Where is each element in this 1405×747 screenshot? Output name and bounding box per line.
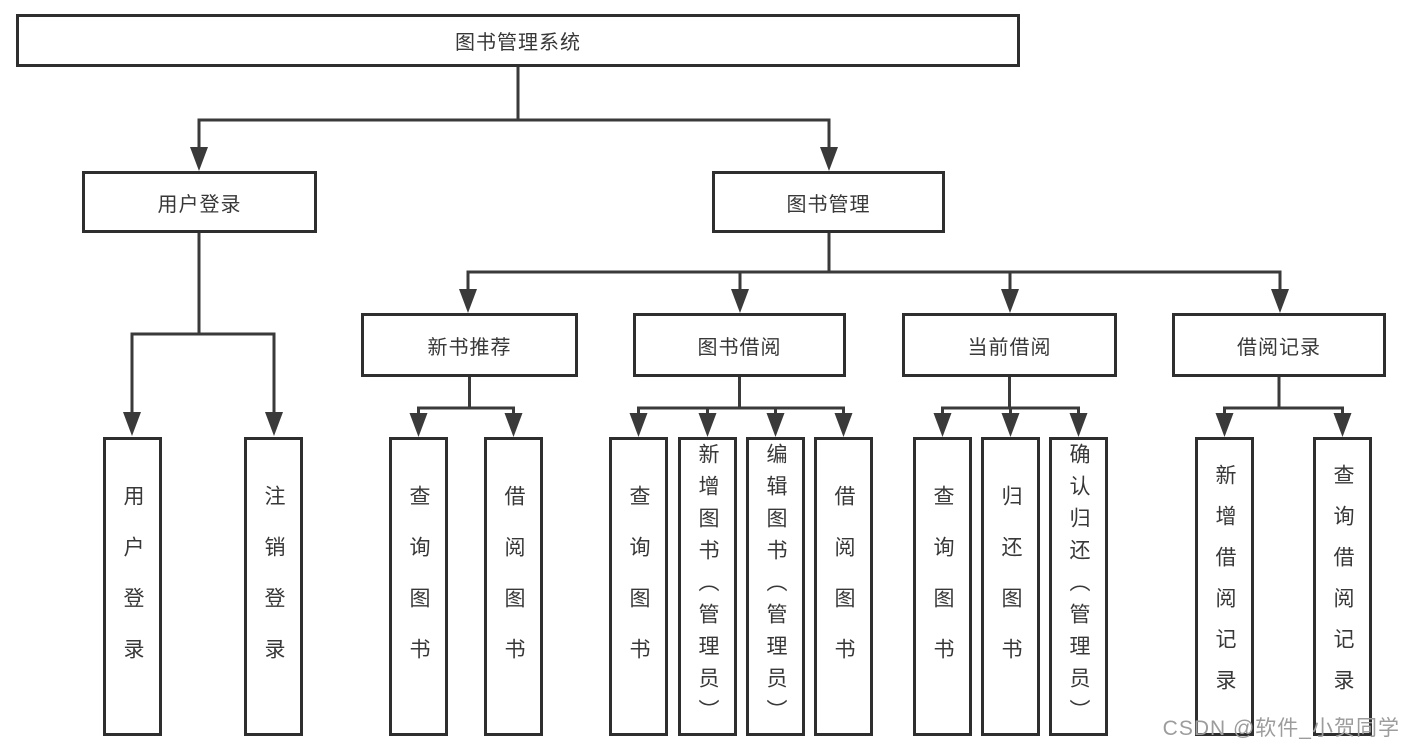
node-root: 图书管理系统 (16, 14, 1020, 67)
node-records-query-record-label: 查询借阅记录 (1331, 463, 1354, 710)
node-recommend-query-books-label: 查询图书 (407, 484, 430, 689)
node-book-management: 图书管理 (712, 171, 945, 233)
node-recommend-borrow-books: 借阅图书 (484, 437, 543, 736)
node-recommend-query-books: 查询图书 (389, 437, 448, 736)
node-borrow-edit-books-admin-label: 编辑图书（管理员） (764, 442, 787, 731)
node-records-add-record: 新增借阅记录 (1195, 437, 1254, 736)
node-logout-label: 注销登录 (262, 484, 285, 689)
node-current-query-books: 查询图书 (913, 437, 972, 736)
node-recommend-borrow-books-label: 借阅图书 (502, 484, 525, 689)
node-login-label: 用户登录 (121, 484, 144, 689)
node-login: 用户登录 (103, 437, 162, 736)
node-borrow-query-books-label: 查询图书 (627, 484, 650, 689)
node-current-confirm-return-admin-label: 确认归还（管理员） (1067, 442, 1090, 731)
node-current-borrow-label: 当前借阅 (967, 336, 1052, 359)
node-borrow-add-books-admin-label: 新增图书（管理员） (696, 442, 719, 731)
node-logout: 注销登录 (244, 437, 303, 736)
node-book-borrow-label: 图书借阅 (697, 336, 782, 359)
node-borrow-records-label: 借阅记录 (1237, 336, 1321, 359)
node-user-login: 用户登录 (82, 171, 317, 233)
node-book-borrow: 图书借阅 (633, 313, 846, 377)
node-current-return-books-label: 归还图书 (999, 484, 1022, 689)
node-new-book-recommend-label: 新书推荐 (427, 336, 512, 359)
node-current-borrow: 当前借阅 (902, 313, 1117, 377)
node-current-confirm-return-admin: 确认归还（管理员） (1049, 437, 1108, 736)
node-current-query-books-label: 查询图书 (931, 484, 954, 689)
watermark: CSDN @软件_小贺同学 (1162, 717, 1400, 740)
node-root-label: 图书管理系统 (455, 32, 581, 54)
node-user-login-label: 用户登录 (157, 193, 242, 216)
node-borrow-borrow-books-label: 借阅图书 (832, 484, 855, 689)
node-records-add-record-label: 新增借阅记录 (1213, 463, 1236, 710)
node-current-return-books: 归还图书 (981, 437, 1040, 736)
node-book-management-label: 图书管理 (786, 193, 871, 216)
node-borrow-add-books-admin: 新增图书（管理员） (678, 437, 737, 736)
node-borrow-edit-books-admin: 编辑图书（管理员） (746, 437, 805, 736)
node-new-book-recommend: 新书推荐 (361, 313, 578, 377)
node-borrow-records: 借阅记录 (1172, 313, 1386, 377)
node-borrow-query-books: 查询图书 (609, 437, 668, 736)
node-records-query-record: 查询借阅记录 (1313, 437, 1372, 736)
node-borrow-borrow-books: 借阅图书 (814, 437, 873, 736)
